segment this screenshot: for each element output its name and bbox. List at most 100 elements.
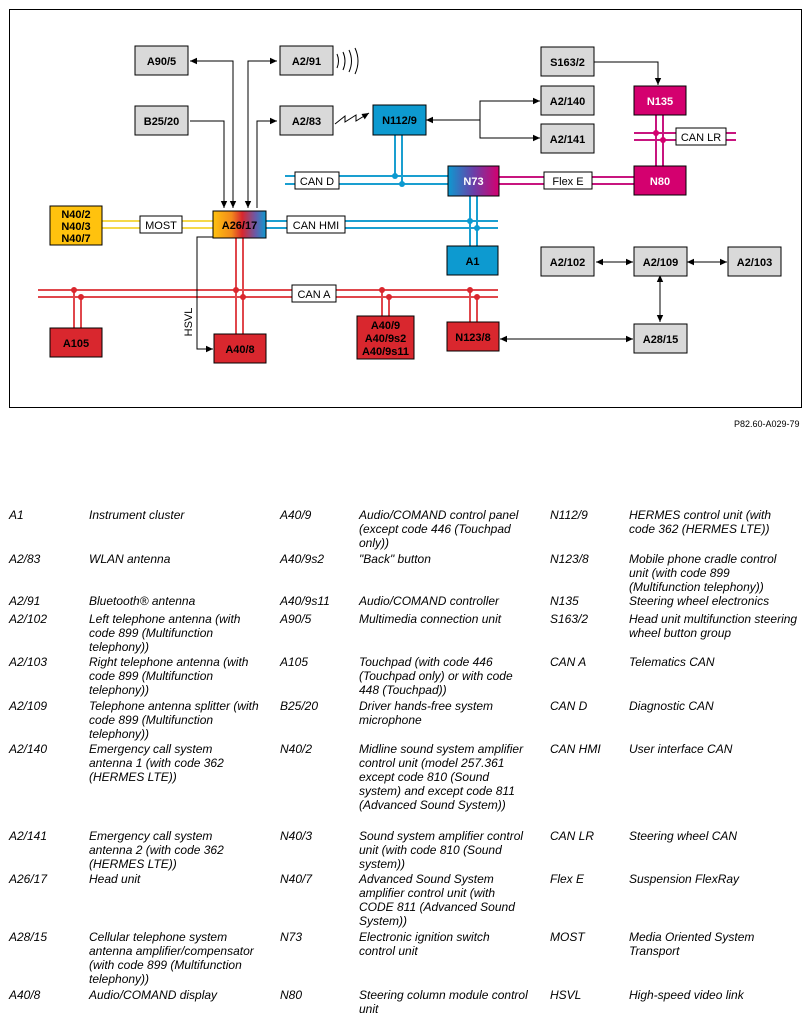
module-label: A1 — [465, 256, 479, 268]
legend-description: Driver hands-free system microphone — [359, 699, 494, 727]
module-label: A2/109 — [643, 257, 678, 269]
module-label: A2/103 — [737, 257, 772, 269]
module-a90-5[interactable] — [134, 45, 189, 76]
bus-label-most: MOST — [145, 220, 177, 232]
legend-description: Emergency call system antenna 1 (with co… — [89, 742, 224, 784]
module-label: A2/83 — [292, 116, 321, 128]
module-s163-2[interactable] — [540, 46, 595, 77]
legend-code: N112/9 — [550, 508, 588, 522]
module-a1[interactable] — [446, 245, 499, 276]
module-label: S163/2 — [550, 57, 585, 69]
legend-code: B25/20 — [280, 699, 319, 713]
wlan-zigzag-icon — [334, 112, 370, 125]
module-label: N112/9 — [382, 115, 417, 127]
legend-description: Left telephone antenna (with code 899 (M… — [89, 612, 241, 654]
legend-code: A2/103 — [9, 655, 48, 669]
legend-code: A2/141 — [9, 829, 48, 843]
module-n80[interactable] — [633, 165, 687, 196]
legend-description: Cellular telephone system antenna amplif… — [89, 930, 254, 986]
bus-labels: CAN LR CAN D Flex E MOST CAN HMI CAN A H… — [139, 127, 727, 337]
legend-code: A2/83 — [9, 552, 41, 566]
module-a2-83[interactable] — [279, 105, 334, 136]
module-label: N135 — [647, 96, 673, 108]
module-label: A2/91 — [292, 56, 321, 68]
module-a2-141[interactable] — [540, 123, 595, 154]
legend-description: Telematics CAN — [629, 655, 715, 669]
module-a2-140[interactable] — [540, 85, 595, 116]
legend-code: MOST — [550, 930, 585, 944]
legend-code: HSVL — [550, 988, 582, 1002]
module-label: B25/20 — [144, 116, 179, 128]
module-a28-15[interactable] — [633, 323, 688, 354]
legend-description: Media Oriented System Transport — [629, 930, 755, 958]
legend-code: N40/2 — [280, 742, 313, 756]
legend-code: A26/17 — [9, 872, 48, 886]
legend-description: Suspension FlexRay — [629, 872, 740, 886]
module-label: A40/8 — [225, 344, 254, 356]
module-n40-amplifiers[interactable] — [49, 205, 103, 246]
legend-code: CAN LR — [550, 829, 595, 843]
bus-label-can-hmi: CAN HMI — [293, 220, 339, 232]
module-n112-9[interactable] — [372, 104, 427, 136]
modules: A90/5 A2/91 B25/20 A2/83 A2/140 A2/141 S… — [49, 45, 782, 364]
module-label: N73 — [463, 176, 483, 188]
legend-description: Audio/COMAND control panel (except code … — [359, 508, 519, 550]
bus-label-hsvl: HSVL — [183, 308, 195, 337]
module-a2-109[interactable] — [633, 246, 688, 277]
module-label: A2/140 — [550, 96, 585, 108]
module-n135[interactable] — [633, 85, 687, 116]
legend-code: A40/8 — [9, 988, 41, 1002]
legend-code: A2/140 — [9, 742, 48, 756]
legend-description: Emergency call system antenna 2 (with co… — [89, 829, 224, 871]
bus-label-flex-e: Flex E — [552, 176, 583, 188]
legend-description: Steering wheel CAN — [629, 829, 738, 843]
legend-code: S163/2 — [550, 612, 589, 626]
legend-description: Right telephone antenna (with code 899 (… — [89, 655, 249, 697]
module-label: A28/15 — [643, 334, 678, 346]
legend-description: Advanced Sound System amplifier control … — [359, 872, 515, 928]
legend-description: Midline sound system amplifier control u… — [359, 742, 524, 812]
legend-code: N40/3 — [280, 829, 313, 843]
legend-code: N80 — [280, 988, 303, 1002]
module-a2-91[interactable] — [279, 45, 334, 76]
module-a40-9-stack[interactable] — [356, 315, 415, 360]
module-a2-102[interactable] — [540, 246, 595, 277]
legend-code: A105 — [280, 655, 309, 669]
legend-description: Audio/COMAND controller — [359, 594, 500, 608]
module-label: A90/5 — [147, 56, 176, 68]
module-n123-8[interactable] — [446, 321, 500, 352]
module-label: N123/8 — [455, 332, 490, 344]
module-label: A105 — [63, 338, 89, 350]
legend-description: Touchpad (with code 446 (Touchpad only) … — [359, 655, 513, 697]
legend-description: Bluetooth® antenna — [89, 594, 196, 608]
module-label: A40/9s11 — [362, 346, 409, 358]
legend-description: Audio/COMAND display — [89, 988, 218, 1002]
module-a26-17[interactable] — [212, 210, 267, 239]
legend-description: HERMES control unit (with code 362 (HERM… — [629, 508, 772, 536]
legend-code: A2/91 — [9, 594, 41, 608]
module-a40-8[interactable] — [213, 333, 267, 364]
legend-description: Instrument cluster — [89, 508, 185, 522]
module-a105[interactable] — [49, 327, 103, 358]
legend-description: Steering column module control unit — [359, 988, 528, 1016]
bus-label-can-d: CAN D — [300, 176, 334, 188]
legend-description: Steering wheel electronics — [629, 594, 770, 608]
legend-description: Electronic ignition switch control unit — [359, 930, 490, 958]
module-b25-20[interactable] — [134, 105, 189, 136]
network-diagram: A90/5 A2/91 B25/20 A2/83 A2/140 A2/141 S… — [9, 9, 802, 408]
legend-description: "Back" button — [359, 552, 431, 566]
module-n73[interactable] — [447, 165, 500, 197]
legend-code: A40/9 — [280, 508, 312, 522]
legend-description: Head unit — [89, 872, 141, 886]
module-a2-103[interactable] — [727, 246, 782, 277]
legend-description: Telephone antenna splitter (with code 89… — [89, 699, 259, 741]
module-label: N40/7 — [61, 233, 90, 245]
legend-code: CAN HMI — [550, 742, 601, 756]
legend-description: Head unit multifunction steering wheel b… — [629, 612, 798, 640]
legend-code: A40/9s2 — [280, 552, 325, 566]
legend-description: User interface CAN — [629, 742, 733, 756]
legend-code: CAN A — [550, 655, 587, 669]
bus-label-can-lr: CAN LR — [681, 132, 721, 144]
legend-code: N123/8 — [550, 552, 589, 566]
legend-code: A2/109 — [9, 699, 48, 713]
